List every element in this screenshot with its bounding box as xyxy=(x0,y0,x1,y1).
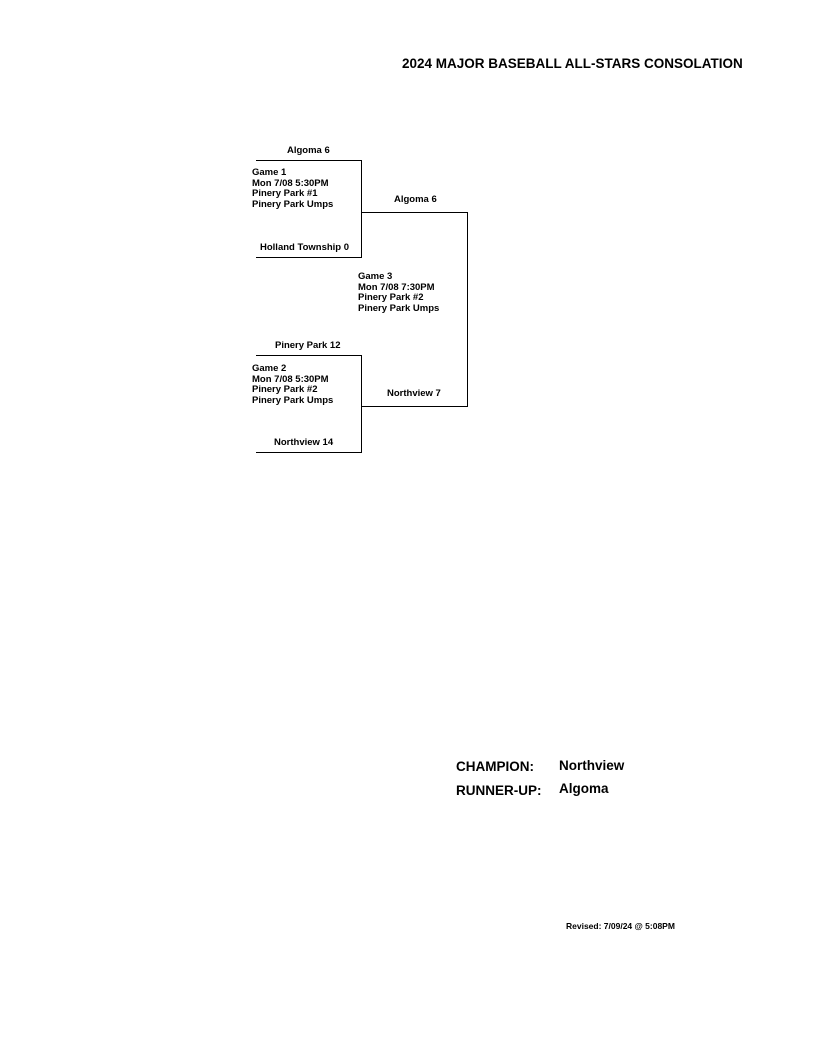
game-3-umps: Pinery Park Umps xyxy=(358,302,440,314)
game-1-bottom-line xyxy=(256,257,362,258)
game-2-number: Game 2 xyxy=(252,363,287,374)
game-2-bottom-line xyxy=(256,452,362,453)
game-1-bottom-team: Holland Township 0 xyxy=(260,242,350,253)
game-2-umps: Pinery Park Umps xyxy=(252,394,334,406)
game-1-datetime: Mon 7/08 5:30PM xyxy=(252,177,329,189)
game-2-top-team: Pinery Park 12 xyxy=(275,340,341,351)
game-2-bottom-team: Northview 14 xyxy=(274,437,334,448)
game-1-number: Game 1 xyxy=(252,167,287,178)
game-3-connector xyxy=(467,212,468,406)
game-1-field: Pinery Park #1 xyxy=(252,188,318,200)
champion-value: Northview xyxy=(559,758,625,773)
game-1-umps: Pinery Park Umps xyxy=(252,198,334,210)
game-3-top-team: Algoma 6 xyxy=(394,194,437,205)
game-2-info: Game 2 Mon 7/08 5:30PM Pinery Park #2 Pi… xyxy=(252,363,334,406)
runner-up-label: RUNNER-UP: xyxy=(456,783,542,798)
game-1-top-team: Algoma 6 xyxy=(287,145,330,156)
game-3-bottom-line xyxy=(361,406,468,407)
page-title: 2024 MAJOR BASEBALL ALL-STARS CONSOLATIO… xyxy=(402,56,743,71)
game-3-info: Game 3 Mon 7/08 7:30PM Pinery Park #2 Pi… xyxy=(358,271,440,314)
revised-timestamp: Revised: 7/09/24 @ 5:08PM xyxy=(566,921,675,931)
game-1-connector xyxy=(361,160,362,258)
game-2-top-line xyxy=(256,355,361,356)
game-3-top-line xyxy=(361,212,467,213)
runner-up-value: Algoma xyxy=(559,781,609,796)
game-2-field: Pinery Park #2 xyxy=(252,384,318,396)
champion-label: CHAMPION: xyxy=(456,759,534,774)
game-3-field: Pinery Park #2 xyxy=(358,292,424,304)
game-1-top-line xyxy=(256,160,361,161)
game-1-info: Game 1 Mon 7/08 5:30PM Pinery Park #1 Pi… xyxy=(252,167,334,210)
game-2-datetime: Mon 7/08 5:30PM xyxy=(252,373,329,385)
game-3-number: Game 3 xyxy=(358,271,393,282)
game-2-connector xyxy=(361,355,362,453)
game-3-datetime: Mon 7/08 7:30PM xyxy=(358,281,435,293)
game-3-bottom-team: Northview 7 xyxy=(387,388,441,399)
